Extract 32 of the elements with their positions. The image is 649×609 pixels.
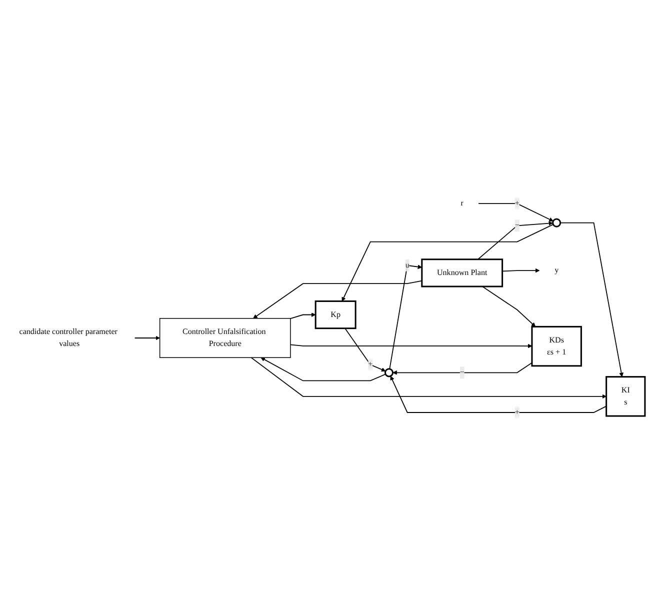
arrow: [477, 221, 554, 260]
arrow: [250, 357, 607, 399]
edge-label: +: [514, 199, 520, 208]
edge-label: −: [460, 368, 464, 377]
node-box: [606, 376, 646, 417]
node-circle: [384, 368, 394, 378]
arrow: [290, 344, 532, 348]
arrow: [478, 203, 554, 222]
arrow: [392, 362, 532, 376]
arrow: [389, 264, 422, 370]
node-circle: [552, 218, 562, 228]
arrow: [260, 358, 386, 382]
node-box: [314, 300, 356, 330]
node-text: candidate controller parameter values: [19, 328, 118, 348]
arrow: [344, 328, 386, 372]
edge-label: +: [368, 360, 373, 369]
node-box: [421, 258, 504, 288]
arrow: [342, 224, 554, 302]
node-text: y: [554, 266, 559, 275]
node-text: r: [460, 199, 464, 208]
arrow: [502, 268, 540, 273]
node-box: [159, 318, 291, 358]
arrow: [134, 336, 160, 340]
arrow: [253, 280, 422, 319]
arrow: [290, 312, 316, 320]
arrow: [482, 286, 536, 328]
edge-label: +: [514, 408, 520, 417]
arrow: [390, 376, 607, 414]
arrow: [560, 222, 624, 378]
edge-label: u: [405, 261, 410, 270]
node-box: [531, 326, 582, 367]
edge-label: −: [514, 221, 520, 230]
